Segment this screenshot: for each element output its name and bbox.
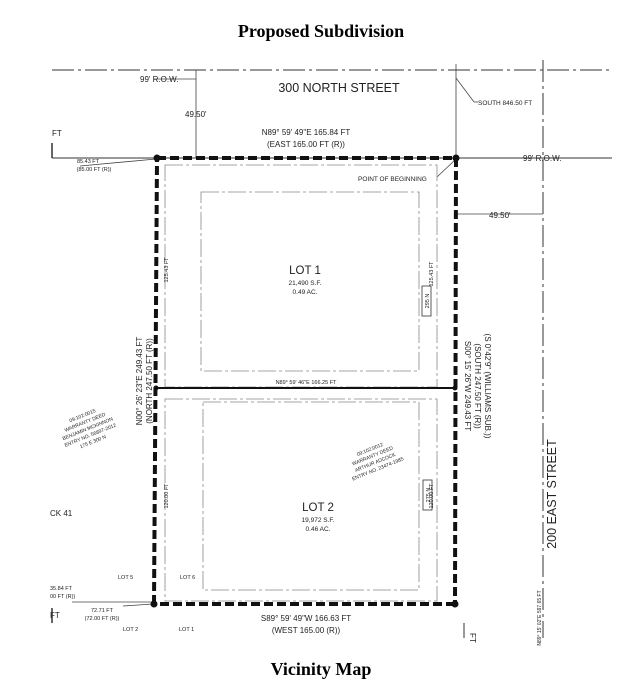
sw-tie-record: (72.00 FT (R)) bbox=[85, 616, 120, 622]
ft-label-top-left: FT bbox=[52, 129, 62, 138]
lot2-acres: 0.46 AC. bbox=[306, 526, 331, 533]
east-row-label: 99' R.O.W. bbox=[523, 154, 561, 163]
subdivision-boundary bbox=[152, 156, 458, 606]
nw-tie-dim: 85.43 FT bbox=[77, 159, 100, 165]
north-row-label: 99' R.O.W. bbox=[140, 75, 178, 84]
west-line-bearing: N00° 26' 23"E 249.43 FT bbox=[135, 337, 144, 426]
corner-se bbox=[451, 600, 459, 608]
east-street-label: 200 EAST STREET bbox=[545, 439, 559, 549]
lot2-west-dim: 120.00 FT bbox=[164, 483, 170, 509]
lot1-bottom-label: LOT 1 bbox=[179, 627, 194, 633]
corner-sw bbox=[150, 600, 158, 608]
lot5-label: LOT 5 bbox=[118, 575, 133, 581]
lot1-address: 295 N bbox=[425, 294, 431, 309]
lot1-name: LOT 1 bbox=[289, 265, 321, 277]
corner-ne bbox=[452, 154, 460, 162]
south-tie-leader bbox=[455, 77, 475, 103]
lot1-address-box bbox=[421, 285, 432, 317]
pob-label: POINT OF BEGINNING bbox=[358, 176, 427, 183]
north-line-record: (EAST 165.00 FT (R)) bbox=[267, 140, 345, 149]
east-offset-label: 49.50' bbox=[489, 211, 511, 220]
south-line-bearing: S89° 59' 49"W 166.63 FT bbox=[261, 614, 351, 623]
corner-e-mid bbox=[452, 385, 458, 391]
north-street-label: 300 NORTH STREET bbox=[278, 81, 400, 95]
sw-edge-dim: 35.84 FT bbox=[50, 586, 73, 592]
north-line-bearing: N89° 59' 49"E 165.84 FT bbox=[262, 128, 351, 137]
page-title: Proposed Subdivision bbox=[237, 21, 405, 41]
sw-tie-dim: 72.71 FT bbox=[91, 608, 114, 614]
deed-note-west: 09:102:0015 WARRANTY DEED BENJAMIN MCKIN… bbox=[62, 408, 118, 450]
block-label: CK 41 bbox=[50, 509, 73, 518]
lot2-area: 19,972 S.F. bbox=[302, 517, 335, 524]
nw-tie-record: (85.00 FT (R)) bbox=[77, 167, 112, 173]
plat-drawing: 300 NORTH STREET 99' R.O.W. 49.50' SOUTH… bbox=[50, 60, 612, 646]
sw-edge-record: 00 FT (R)) bbox=[50, 594, 75, 600]
lot2-building-envelope bbox=[202, 401, 420, 591]
lot2-address-box bbox=[422, 479, 433, 511]
nw-tie-leader bbox=[79, 158, 157, 167]
pob-leader bbox=[436, 159, 456, 178]
east-line-record-2: (S 0°42'9" (WILLIAMS SUB.)) bbox=[483, 334, 492, 439]
lot2-address: 275 N bbox=[426, 488, 432, 503]
corner-w-mid bbox=[153, 385, 159, 391]
east-line-record: (SOUTH 247.50 FT (R)) bbox=[473, 343, 482, 429]
lot2-name: LOT 2 bbox=[302, 502, 334, 514]
north-offset-label: 49.50' bbox=[185, 110, 207, 119]
far-right-dim: N89° 15' 02"E 597.65 FT bbox=[537, 590, 543, 645]
lot1-acres: 0.49 AC. bbox=[293, 289, 318, 296]
vicinity-map-caption: Vicinity Map bbox=[270, 659, 372, 679]
south-tie-label: SOUTH 846.50 FT bbox=[478, 100, 532, 107]
sw-tie-leader-2 bbox=[122, 603, 154, 607]
corner-nw bbox=[153, 154, 161, 162]
lot2-setback-outer bbox=[164, 398, 438, 602]
south-line-record: (WEST 165.00 (R)) bbox=[272, 626, 341, 635]
dimension-leaders bbox=[72, 64, 543, 607]
lot1-west-dim: 125.43 FT bbox=[164, 257, 170, 283]
edge-ft-label: FT bbox=[50, 611, 60, 620]
lot1-east-dim: 125.43 FT bbox=[429, 261, 435, 287]
boundary-east bbox=[453, 157, 458, 605]
interior-line-bearing: N89° 59' 46"E 166.25 FT bbox=[276, 380, 337, 386]
west-line-record: (NORTH 247.50 FT (R)) bbox=[145, 338, 154, 424]
lot6-label: LOT 6 bbox=[180, 575, 195, 581]
lot2-bottom-label: LOT 2 bbox=[123, 627, 138, 633]
lot1-area: 21,490 S.F. bbox=[289, 280, 322, 287]
east-line-bearing: S00° 15' 26"W 249.43 FT bbox=[463, 341, 472, 431]
lot2-east-dim: 120.00 FT bbox=[429, 483, 435, 509]
bottom-right-ft: FT bbox=[468, 633, 477, 643]
boundary-west bbox=[152, 157, 159, 605]
lot1-building-envelope bbox=[200, 191, 420, 372]
deed-note-lot2: 09:102:0012 WARRANTY DEED ARTHUR ADCOCK … bbox=[351, 442, 405, 483]
corner-markers bbox=[150, 154, 460, 608]
